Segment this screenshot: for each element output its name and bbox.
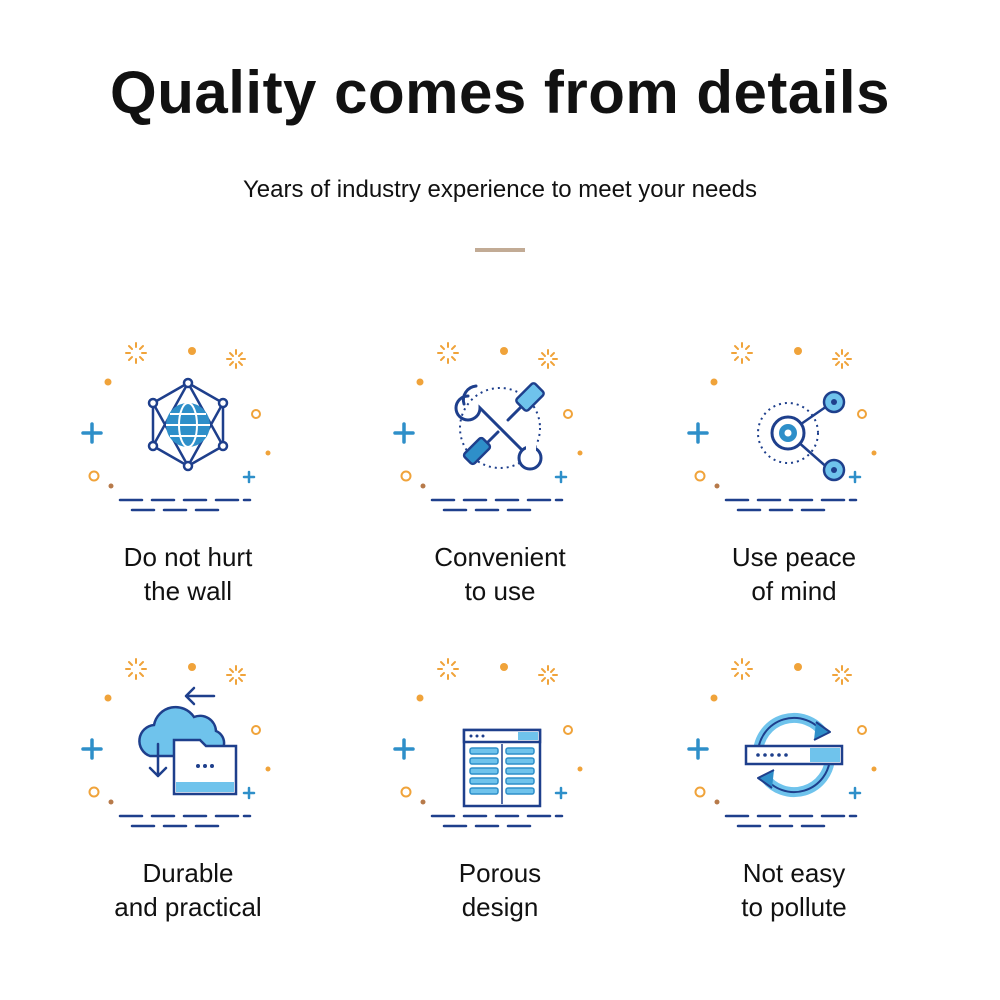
- feature-do-not-hurt-wall: Do not hurt the wall: [48, 328, 328, 608]
- cloud-folder-icon: [81, 657, 273, 828]
- feature-label-line2: the wall: [143, 576, 233, 606]
- feature-durable-and-practical: Durable and practical: [48, 644, 328, 924]
- page-title: Quality comes from details: [110, 59, 890, 126]
- feature-label-line2: of mind: [751, 576, 837, 606]
- feature-convenient-to-use: Convenient to use: [360, 328, 640, 608]
- feature-label-line1: Porous: [458, 858, 542, 888]
- title-divider: [475, 248, 525, 252]
- feature-label-line2: and practical: [114, 892, 262, 922]
- feature-label-line2: design: [461, 892, 539, 922]
- globe-network-icon: [81, 341, 273, 512]
- page-subtitle: Years of industry experience to meet you…: [242, 176, 758, 203]
- recycle-icon: [687, 657, 879, 828]
- tools-icon: [393, 341, 585, 512]
- grid-panel-icon: [393, 657, 585, 828]
- feature-label-line2: to use: [464, 576, 536, 606]
- feature-porous-design: Porous design: [360, 644, 640, 924]
- share-target-icon: [687, 341, 879, 512]
- feature-use-peace-of-mind: Use peace of mind: [654, 328, 934, 608]
- feature-label-line1: Use peace: [731, 542, 857, 572]
- feature-label-line1: Do not hurt: [123, 542, 253, 572]
- feature-label-line2: to pollute: [741, 892, 847, 922]
- feature-label-line1: Convenient: [434, 542, 566, 572]
- feature-not-easy-to-pollute: Not easy to pollute: [654, 644, 934, 924]
- feature-label-line1: Durable: [142, 858, 234, 888]
- feature-label-line1: Not easy: [742, 858, 846, 888]
